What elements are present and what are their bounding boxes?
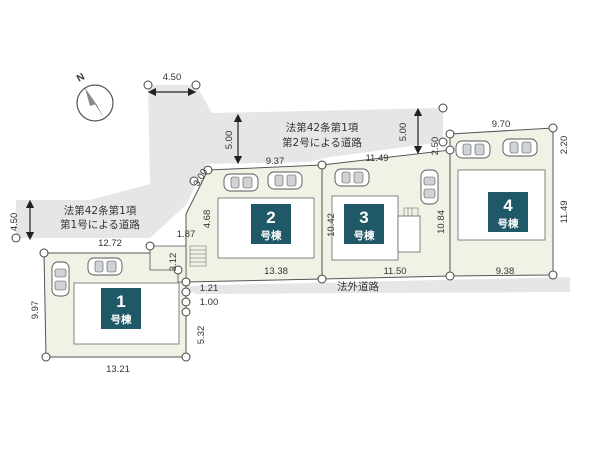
car-lot1-b xyxy=(87,257,123,276)
dim-lot4-bottom: 9.38 xyxy=(496,266,515,277)
unit-badge-1: 1 号棟 xyxy=(101,288,141,329)
compass-icon xyxy=(76,84,114,122)
unit-label-1: 号棟 xyxy=(111,313,132,326)
dim-road-top-depth: 5.00 xyxy=(224,131,235,150)
dim-gap-2: 1.00 xyxy=(200,297,219,308)
car-lot1-a xyxy=(51,261,70,297)
outside-road-label: 法外道路 xyxy=(337,280,379,293)
unit-number-4: 4 xyxy=(503,196,513,215)
road-42-1-label-line1: 法第42条第1項 xyxy=(64,204,137,217)
car-lot3-b xyxy=(420,169,439,205)
unit-label-3: 号棟 xyxy=(354,229,375,242)
dim-stair-width: 1.87 xyxy=(177,229,196,240)
dim-lot1-right: 5.32 xyxy=(196,326,207,345)
road-42-1-label-line2: 第1号による道路 xyxy=(60,218,140,231)
dim-lot3-top: 11.49 xyxy=(365,153,388,164)
building-3-annex xyxy=(397,215,421,253)
compass-label: N xyxy=(75,71,87,84)
unit-label-4: 号棟 xyxy=(498,217,519,230)
dim-lot1-bottom: 13.21 xyxy=(106,364,130,375)
unit-number-2: 2 xyxy=(266,208,275,227)
dim-lot1-top: 12.72 xyxy=(98,238,122,249)
car-lot2-b xyxy=(267,171,303,190)
dim-lot3-left: 10.42 xyxy=(326,213,337,237)
car-lot3-a xyxy=(334,168,370,187)
dim-lot1-left: 9.97 xyxy=(30,301,41,320)
dim-lot2-bottom: 13.38 xyxy=(264,266,288,277)
car-lot4-b xyxy=(502,138,538,157)
road-42-2-label-line2: 第2号による道路 xyxy=(282,136,362,149)
dim-lot3-bottom: 11.50 xyxy=(383,266,406,277)
dim-road-left-width: 4.50 xyxy=(9,213,20,232)
dim-lot4-right: 11.49 xyxy=(559,200,570,223)
dim-stair-depth: 3.12 xyxy=(168,253,179,272)
dim-lot2-top: 9.37 xyxy=(266,156,285,167)
unit-number-1: 1 xyxy=(116,292,125,311)
dimension-arrows xyxy=(25,87,423,241)
dim-road-top-width: 4.50 xyxy=(163,72,182,83)
road-42-2-area xyxy=(16,85,443,238)
dim-lot4-left: 10.84 xyxy=(436,210,447,234)
dim-lot4-top: 9.70 xyxy=(492,119,511,130)
corner-markers xyxy=(11,80,558,362)
stair-lot3 xyxy=(403,207,419,217)
unit-badge-2: 2 号棟 xyxy=(251,204,291,244)
stair-lot2 xyxy=(189,245,207,267)
dim-lot4-left-top: 2.50 xyxy=(430,137,441,156)
road-42-2-label-line1: 法第42条第1項 xyxy=(286,121,359,134)
unit-number-3: 3 xyxy=(359,208,368,227)
unit-badge-3: 3 号棟 xyxy=(344,204,384,244)
lot-boundary-stair xyxy=(149,245,187,283)
car-lot4-a xyxy=(455,140,491,159)
dim-gap-1: 1.21 xyxy=(200,283,219,294)
unit-badge-4: 4 号棟 xyxy=(488,192,528,232)
unit-label-2: 号棟 xyxy=(261,229,282,242)
outside-road-area xyxy=(178,277,570,294)
dim-road-top-depth-right: 5.00 xyxy=(398,123,409,142)
car-lot2-a xyxy=(223,173,259,192)
dim-lot4-top-right: 2.20 xyxy=(559,136,570,155)
dim-lot2-left: 4.68 xyxy=(202,210,213,229)
